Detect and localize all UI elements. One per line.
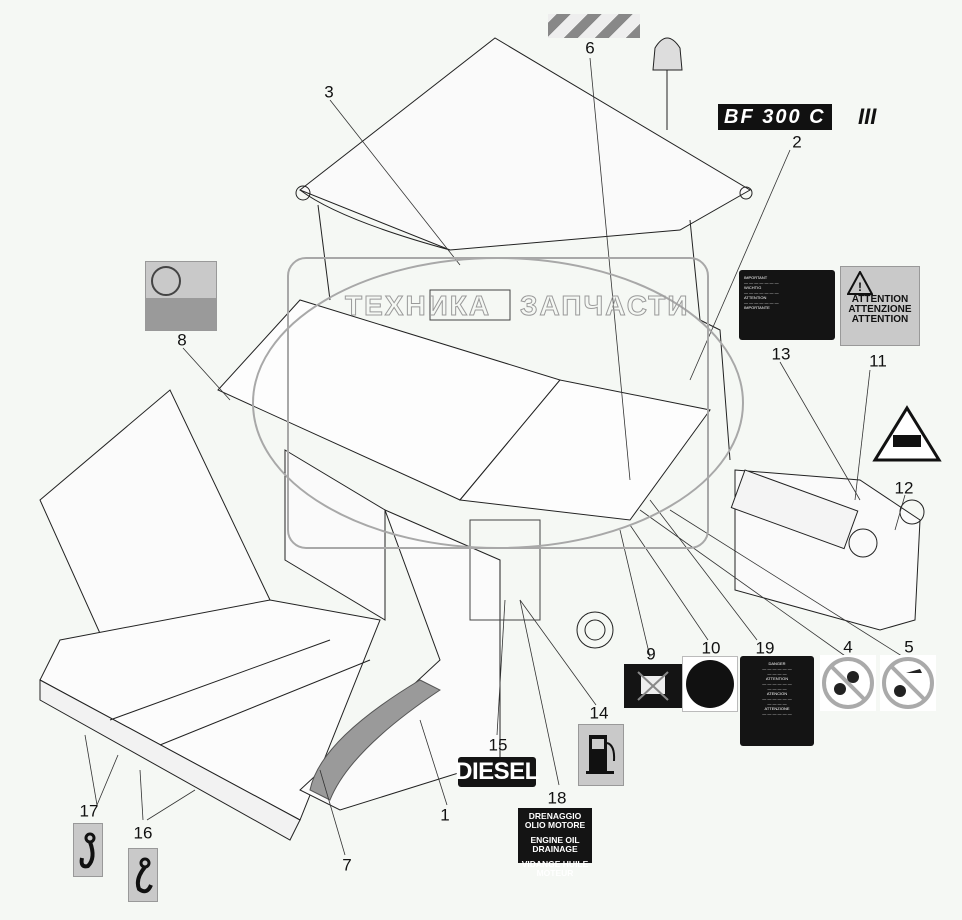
warning13-heading-1: IMPORTANT xyxy=(744,275,768,280)
decal-battery xyxy=(624,664,682,708)
attention-it: ATTENZIONE xyxy=(848,304,912,315)
warning19-heading-2: ATTENTION xyxy=(765,676,789,681)
canopy-roof xyxy=(299,37,751,251)
decal-gears xyxy=(682,656,738,712)
svg-text:!: ! xyxy=(858,280,862,294)
callout-15: 15 xyxy=(488,735,508,755)
callout-8: 8 xyxy=(177,330,187,350)
warning-triangle-icon: ! xyxy=(847,271,873,295)
engine-grille xyxy=(429,289,511,321)
fuel-pump-icon xyxy=(586,735,616,774)
drain-fr: VIDANGE HUILE MOTEUR xyxy=(521,859,589,878)
decal-oil-drain: DRENAGGIO OLIO MOTORE ENGINE OIL DRAINAG… xyxy=(518,808,592,878)
hook-icon xyxy=(79,832,96,869)
decal-crush-hazard xyxy=(872,405,942,462)
callout-2: 2 xyxy=(792,132,802,152)
hopper-floor xyxy=(39,599,381,821)
callout-14: 14 xyxy=(589,703,609,723)
watermark-logo xyxy=(252,257,744,549)
decal-fuel xyxy=(578,724,624,786)
decal-warning-13: IMPORTANT— — — — — — — WICHTIG— — — — — … xyxy=(739,270,835,340)
gears-icon xyxy=(686,660,734,708)
drain-en: ENGINE OIL DRAINAGE xyxy=(530,835,580,854)
battery-crossed-icon xyxy=(637,671,669,701)
decal-attention: ! ATTENTION ATTENZIONE ATTENTION xyxy=(840,266,920,346)
callout-18: 18 xyxy=(547,788,567,808)
warning13-heading-4: IMPORTANTE xyxy=(744,305,770,310)
wheel xyxy=(576,611,614,649)
leader-lines xyxy=(84,57,906,856)
hook-icon xyxy=(135,857,153,894)
watermark-text-1: ТЕХНИКА xyxy=(344,290,492,322)
callout-6: 6 xyxy=(585,38,595,58)
decal-no-gears xyxy=(820,655,876,711)
attention-en: ATTENTION xyxy=(851,294,909,305)
beacon-light xyxy=(652,37,683,130)
callout-9: 9 xyxy=(646,644,656,664)
brand-label: BF 300 C xyxy=(724,106,826,128)
decal-hook-16 xyxy=(128,848,158,902)
watermark-text-2: ЗАПЧАСТИ xyxy=(519,290,690,322)
drain-it: DRENAGGIO OLIO MOTORE xyxy=(524,811,586,830)
callout-11: 11 xyxy=(869,351,887,371)
warning13-heading-3: ATTENTION xyxy=(744,295,767,300)
warning19-heading-3: ATENCION xyxy=(766,691,788,696)
attention-fr: ATTENTION xyxy=(851,314,909,325)
brand-suffix: III xyxy=(858,104,877,129)
side-panel xyxy=(284,449,386,621)
prohibited-oil-icon xyxy=(882,657,934,709)
callout-3: 3 xyxy=(324,82,334,102)
callout-16: 16 xyxy=(133,823,153,843)
warning19-heading-1: DANGER xyxy=(768,661,786,666)
warning13-heading-2: WICHTIG xyxy=(744,285,762,290)
callout-5: 5 xyxy=(904,637,914,657)
callout-13: 13 xyxy=(771,344,791,364)
callout-12: 12 xyxy=(894,478,914,498)
hand-icon xyxy=(151,266,181,296)
decal-hook-17 xyxy=(73,823,103,877)
callout-4: 4 xyxy=(843,637,853,657)
callout-1: 1 xyxy=(440,805,450,825)
decal-warning-19: DANGER— — — — — —— — — — ATTENTION— — — … xyxy=(740,656,814,746)
roof-hinge xyxy=(295,185,311,201)
callout-10: 10 xyxy=(701,638,721,658)
warning19-heading-4: ATTENZIONE xyxy=(764,706,790,711)
hazard-stripe xyxy=(309,679,441,801)
decal-diesel: DIESEL xyxy=(455,757,539,787)
decal-no-hand xyxy=(145,261,217,331)
decal-hazard-stripes xyxy=(548,14,640,38)
callout-19: 19 xyxy=(755,638,775,658)
decal-brand-model: BF 300 C xyxy=(718,104,832,130)
decal-no-oil xyxy=(880,655,936,711)
callout-17: 17 xyxy=(79,801,99,821)
callout-7: 7 xyxy=(342,855,352,875)
prohibited-gears-icon xyxy=(822,657,874,709)
radiator-grille xyxy=(469,519,541,621)
